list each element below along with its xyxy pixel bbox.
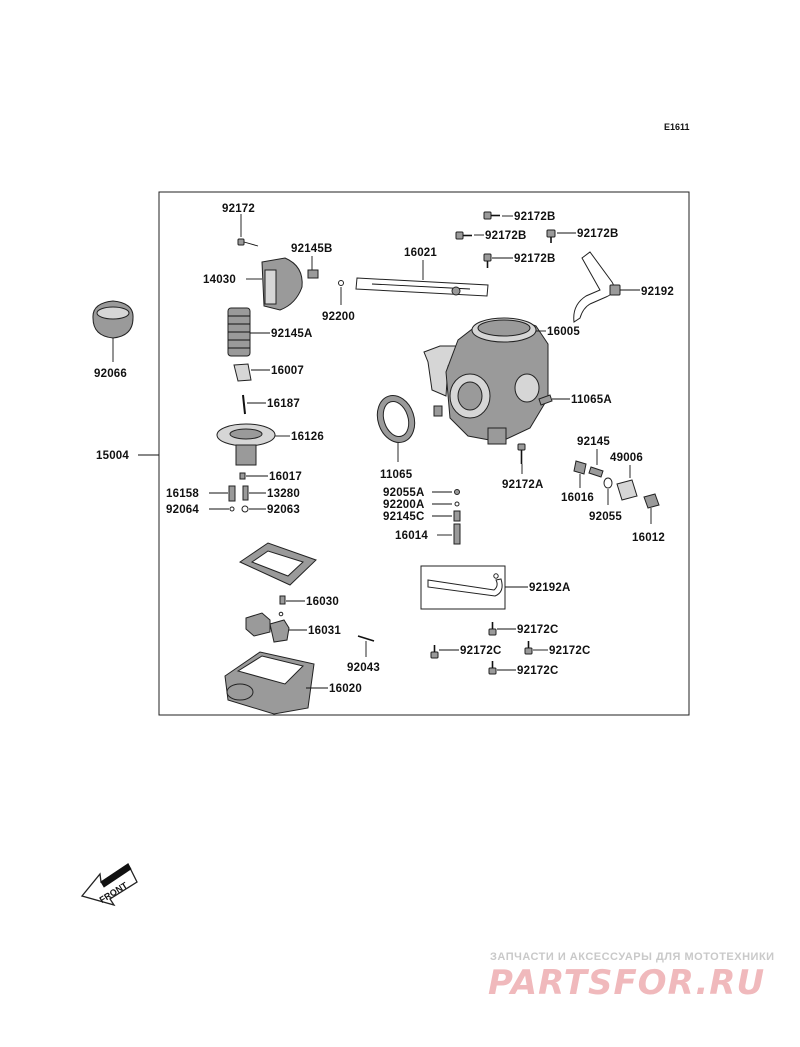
label-13280[interactable]: 13280 <box>267 488 300 500</box>
part-92145B-spring[interactable] <box>307 269 319 279</box>
part-92200-oring[interactable] <box>338 280 344 286</box>
label-92066[interactable]: 92066 <box>94 368 127 380</box>
part-13280-holder[interactable] <box>242 485 249 501</box>
part-16012-cap[interactable] <box>643 493 660 509</box>
part-92172B-screw-4[interactable] <box>483 253 492 268</box>
label-92172B-1[interactable]: 92172B <box>514 211 555 223</box>
label-16007[interactable]: 16007 <box>271 365 304 377</box>
label-16020[interactable]: 16020 <box>329 683 362 695</box>
part-92172A-screw[interactable] <box>517 443 526 464</box>
part-92172B-screw-3[interactable] <box>546 229 556 243</box>
part-92055A-oring[interactable] <box>454 489 460 495</box>
part-16016-screw[interactable] <box>573 460 587 475</box>
label-92145A[interactable]: 92145A <box>271 328 312 340</box>
watermark-tagline: ЗАПЧАСТИ И АКСЕССУАРЫ ДЛЯ МОТОТЕХНИКИ <box>490 951 775 963</box>
part-92172C-screw-1[interactable] <box>488 622 497 636</box>
label-16021[interactable]: 16021 <box>404 247 437 259</box>
label-16005[interactable]: 16005 <box>547 326 580 338</box>
part-16031-float[interactable] <box>245 611 290 643</box>
label-92055A[interactable]: 92055A <box>383 487 424 499</box>
label-92043[interactable]: 92043 <box>347 662 380 674</box>
label-92192[interactable]: 92192 <box>641 286 674 298</box>
part-16014-screw[interactable] <box>453 523 461 545</box>
label-92172C-1[interactable]: 92172C <box>517 624 558 636</box>
part-11065-gasket-ring[interactable] <box>371 391 420 448</box>
label-92172C-3[interactable]: 92172C <box>549 645 590 657</box>
watermark-logo: PARTSFOR.RU <box>488 963 766 1003</box>
part-92066-cap[interactable] <box>92 300 134 339</box>
label-16158[interactable]: 16158 <box>166 488 199 500</box>
part-16005-carburetor-body[interactable] <box>423 317 549 445</box>
part-92172C-screw-3[interactable] <box>524 641 533 655</box>
part-92200A-washer[interactable] <box>454 501 460 507</box>
part-92172C-screw-4[interactable] <box>488 661 497 675</box>
part-92043-pin[interactable] <box>357 635 375 642</box>
label-16187[interactable]: 16187 <box>267 398 300 410</box>
label-92145[interactable]: 92145 <box>577 436 610 448</box>
part-92172-screw[interactable] <box>237 238 259 247</box>
part-92145A-spring[interactable] <box>227 307 251 357</box>
label-16014[interactable]: 16014 <box>395 530 428 542</box>
label-11065[interactable]: 11065 <box>380 469 413 481</box>
label-14030[interactable]: 14030 <box>203 274 236 286</box>
label-92172B-2[interactable]: 92172B <box>485 230 526 242</box>
label-92172A[interactable]: 92172A <box>502 479 543 491</box>
label-11065A[interactable]: 11065A <box>571 394 612 406</box>
part-11065A-oring[interactable] <box>538 394 553 406</box>
assembly-frame <box>158 191 690 716</box>
part-92063-oring[interactable] <box>241 505 249 513</box>
label-92055[interactable]: 92055 <box>589 511 622 523</box>
part-16017-jet[interactable] <box>239 472 246 480</box>
label-16017[interactable]: 16017 <box>269 471 302 483</box>
label-16012[interactable]: 16012 <box>632 532 665 544</box>
part-16126-piston[interactable] <box>216 423 276 466</box>
part-92172B-screw-2[interactable] <box>455 231 472 240</box>
label-92172[interactable]: 92172 <box>222 203 255 215</box>
label-15004[interactable]: 15004 <box>96 450 129 462</box>
part-92192-hose[interactable] <box>573 251 621 323</box>
part-16030-screw[interactable] <box>279 595 286 605</box>
part-16158-jet[interactable] <box>228 485 236 502</box>
label-92172C-4[interactable]: 92172C <box>517 665 558 677</box>
label-92172C-2[interactable]: 92172C <box>460 645 501 657</box>
part-49006-plunger[interactable] <box>616 479 638 501</box>
label-49006[interactable]: 49006 <box>610 452 643 464</box>
front-arrow-icon: FRONT <box>80 863 138 907</box>
gasket-part <box>238 542 317 586</box>
part-16021-plate[interactable] <box>355 277 489 297</box>
label-92172B-3[interactable]: 92172B <box>577 228 618 240</box>
label-16126[interactable]: 16126 <box>291 431 324 443</box>
part-92055-oring[interactable] <box>603 477 613 489</box>
label-16030[interactable]: 16030 <box>306 596 339 608</box>
label-92200[interactable]: 92200 <box>322 311 355 323</box>
part-92145C-spring[interactable] <box>453 510 461 522</box>
label-16016[interactable]: 16016 <box>561 492 594 504</box>
part-92172C-screw-2[interactable] <box>430 645 439 659</box>
part-92064-oring[interactable] <box>229 506 235 512</box>
label-92145C[interactable]: 92145C <box>383 511 424 523</box>
part-16007-retainer[interactable] <box>233 363 252 382</box>
part-92192A-hose[interactable] <box>420 565 506 610</box>
part-92172B-screw-1[interactable] <box>483 211 500 220</box>
diagram-code: E1611 <box>664 122 690 132</box>
label-92172B-4[interactable]: 92172B <box>514 253 555 265</box>
label-92145B[interactable]: 92145B <box>291 243 332 255</box>
label-92192A[interactable]: 92192A <box>529 582 570 594</box>
part-14030-cover[interactable] <box>261 257 303 311</box>
label-16031[interactable]: 16031 <box>308 625 341 637</box>
part-92145-spring[interactable] <box>588 466 604 478</box>
label-92063[interactable]: 92063 <box>267 504 300 516</box>
label-92200A[interactable]: 92200A <box>383 499 424 511</box>
part-16187-needle[interactable] <box>242 394 246 415</box>
label-92064[interactable]: 92064 <box>166 504 199 516</box>
part-16020-float-chamber[interactable] <box>224 651 315 715</box>
